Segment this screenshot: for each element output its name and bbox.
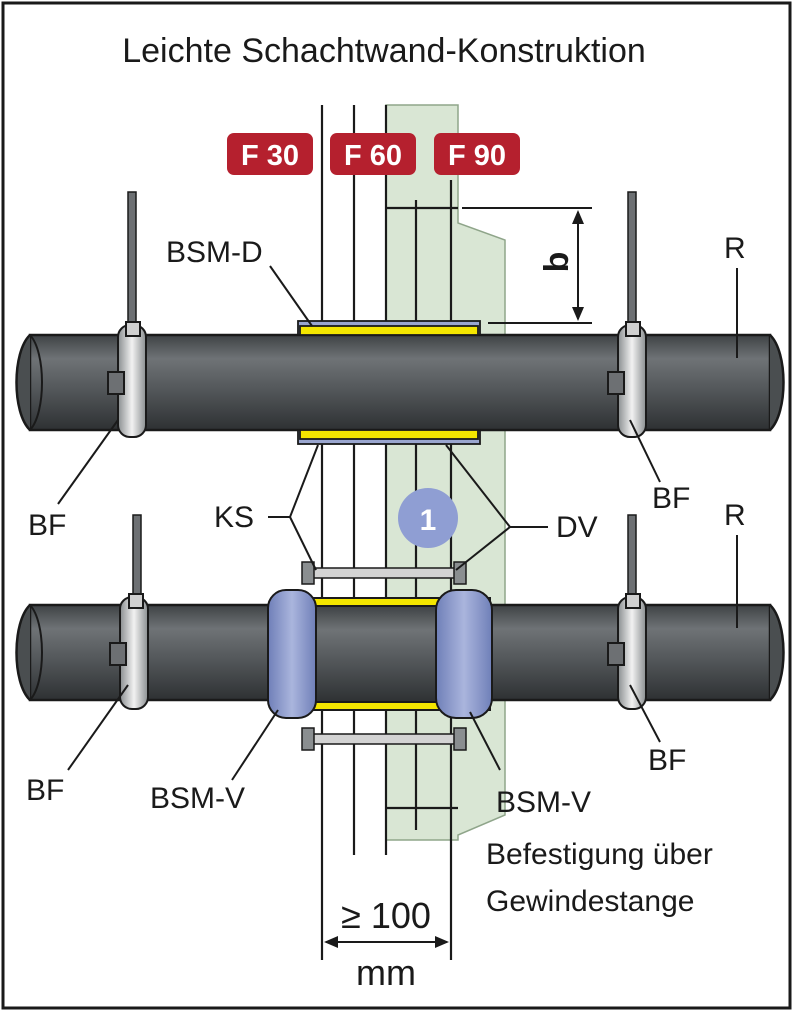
label-bf-top-left: BF: [28, 509, 66, 542]
svg-text:1: 1: [420, 504, 437, 537]
callout-marker: 1: [398, 488, 458, 548]
bottom-bsm-v-sleeves: [267, 589, 493, 719]
dimension-b: [462, 207, 592, 324]
badge-f30: F 30: [227, 133, 313, 175]
label-r-bottom: R: [724, 499, 746, 532]
badge-f60: F 60: [330, 133, 416, 175]
label-bsm-d: BSM-D: [166, 236, 263, 269]
label-bf-bottom-right: BF: [648, 744, 686, 777]
badge-f90: F 90: [434, 133, 520, 175]
bottom-left-clamp: [109, 593, 149, 710]
label-dv: DV: [556, 511, 598, 544]
top-right-clamp: [607, 321, 647, 438]
svg-text:F 90: F 90: [448, 140, 506, 172]
top-bsm-d-collar: [297, 320, 481, 445]
label-befestigung-line2: Gewindestange: [486, 885, 694, 918]
svg-text:F 30: F 30: [241, 140, 299, 172]
svg-text:F 60: F 60: [344, 140, 402, 172]
label-befestigung-line1: Befestigung über: [486, 838, 713, 871]
bottom-right-clamp: [607, 593, 647, 710]
diagram-title: Leichte Schachtwand-Konstruktion: [122, 32, 646, 70]
dimension-value: ≥ 100: [341, 895, 431, 936]
dimension-unit: mm: [356, 952, 416, 993]
top-left-clamp: [107, 321, 147, 438]
leader-lines: [57, 265, 738, 781]
wall-layers: [320, 105, 458, 960]
label-ks: KS: [214, 501, 254, 534]
label-bf-top-right: BF: [652, 482, 690, 515]
label-bsm-v-left: BSM-V: [150, 782, 245, 815]
label-bf-bottom-left: BF: [26, 774, 64, 807]
label-r-top: R: [724, 232, 746, 265]
dimension-b-label: b: [538, 252, 576, 273]
label-bsm-v-right: BSM-V: [496, 786, 591, 819]
threaded-rods: [301, 561, 467, 751]
dimension-wall-thickness: [324, 936, 449, 948]
